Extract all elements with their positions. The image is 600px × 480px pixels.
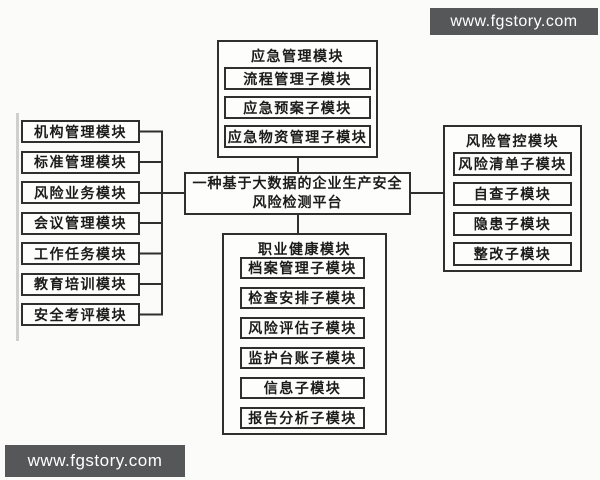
- scan-artifact-strip: [16, 113, 19, 341]
- submodule-box: 隐患子模块: [453, 212, 572, 236]
- left-module-box: 标准管理模块: [21, 150, 140, 174]
- risk-control-submodule-list: 风险清单子模块自查子模块隐患子模块整改子模块: [453, 152, 572, 266]
- occupational-health-submodule-list: 档案管理子模块检查安排子模块风险评估子模块监护台账子模块信息子模块报告分析子模块: [240, 257, 365, 429]
- watermark-bottom-left: www.fgstory.com: [5, 445, 185, 477]
- left-module-box: 机构管理模块: [21, 120, 140, 143]
- left-module-box: 教育培训模块: [21, 272, 140, 296]
- root-label-line1: 一种基于大数据的企业生产安全: [192, 176, 403, 192]
- left-module-box: 会议管理模块: [21, 211, 140, 235]
- left-module-box: 安全考评模块: [21, 303, 140, 326]
- left-module-box: 风险业务模块: [21, 181, 140, 204]
- submodule-box: 风险清单子模块: [453, 152, 572, 176]
- submodule-box: 应急物资管理子模块: [224, 125, 371, 148]
- group-risk-control: 风险管控模块 风险清单子模块自查子模块隐患子模块整改子模块: [443, 125, 582, 272]
- group-title-risk-control: 风险管控模块: [466, 135, 559, 150]
- submodule-box: 检查安排子模块: [240, 287, 365, 309]
- root-platform-node: 一种基于大数据的企业生产安全 风险检测平台: [184, 172, 411, 215]
- group-occupational-health: 职业健康模块 档案管理子模块检查安排子模块风险评估子模块监护台账子模块信息子模块…: [222, 233, 387, 435]
- group-title-occupational-health: 职业健康模块: [258, 243, 351, 258]
- submodule-box: 自查子模块: [453, 182, 572, 206]
- left-module-box: 工作任务模块: [21, 242, 140, 265]
- group-title-emergency: 应急管理模块: [251, 50, 344, 65]
- root-label-line2: 风险检测平台: [252, 195, 343, 211]
- submodule-box: 信息子模块: [240, 377, 365, 399]
- submodule-box: 流程管理子模块: [224, 67, 371, 90]
- submodule-box: 风险评估子模块: [240, 317, 365, 339]
- submodule-box: 档案管理子模块: [240, 257, 365, 279]
- submodule-box: 应急预案子模块: [224, 96, 371, 119]
- group-emergency-management: 应急管理模块 流程管理子模块应急预案子模块应急物资管理子模块: [217, 40, 378, 158]
- submodule-box: 监护台账子模块: [240, 347, 365, 369]
- watermark-top-right: www.fgstory.com: [430, 8, 598, 35]
- emergency-submodule-list: 流程管理子模块应急预案子模块应急物资管理子模块: [224, 67, 371, 148]
- left-module-column: 机构管理模块标准管理模块风险业务模块会议管理模块工作任务模块教育培训模块安全考评…: [21, 120, 140, 326]
- submodule-box: 报告分析子模块: [240, 407, 365, 429]
- submodule-box: 整改子模块: [453, 242, 572, 266]
